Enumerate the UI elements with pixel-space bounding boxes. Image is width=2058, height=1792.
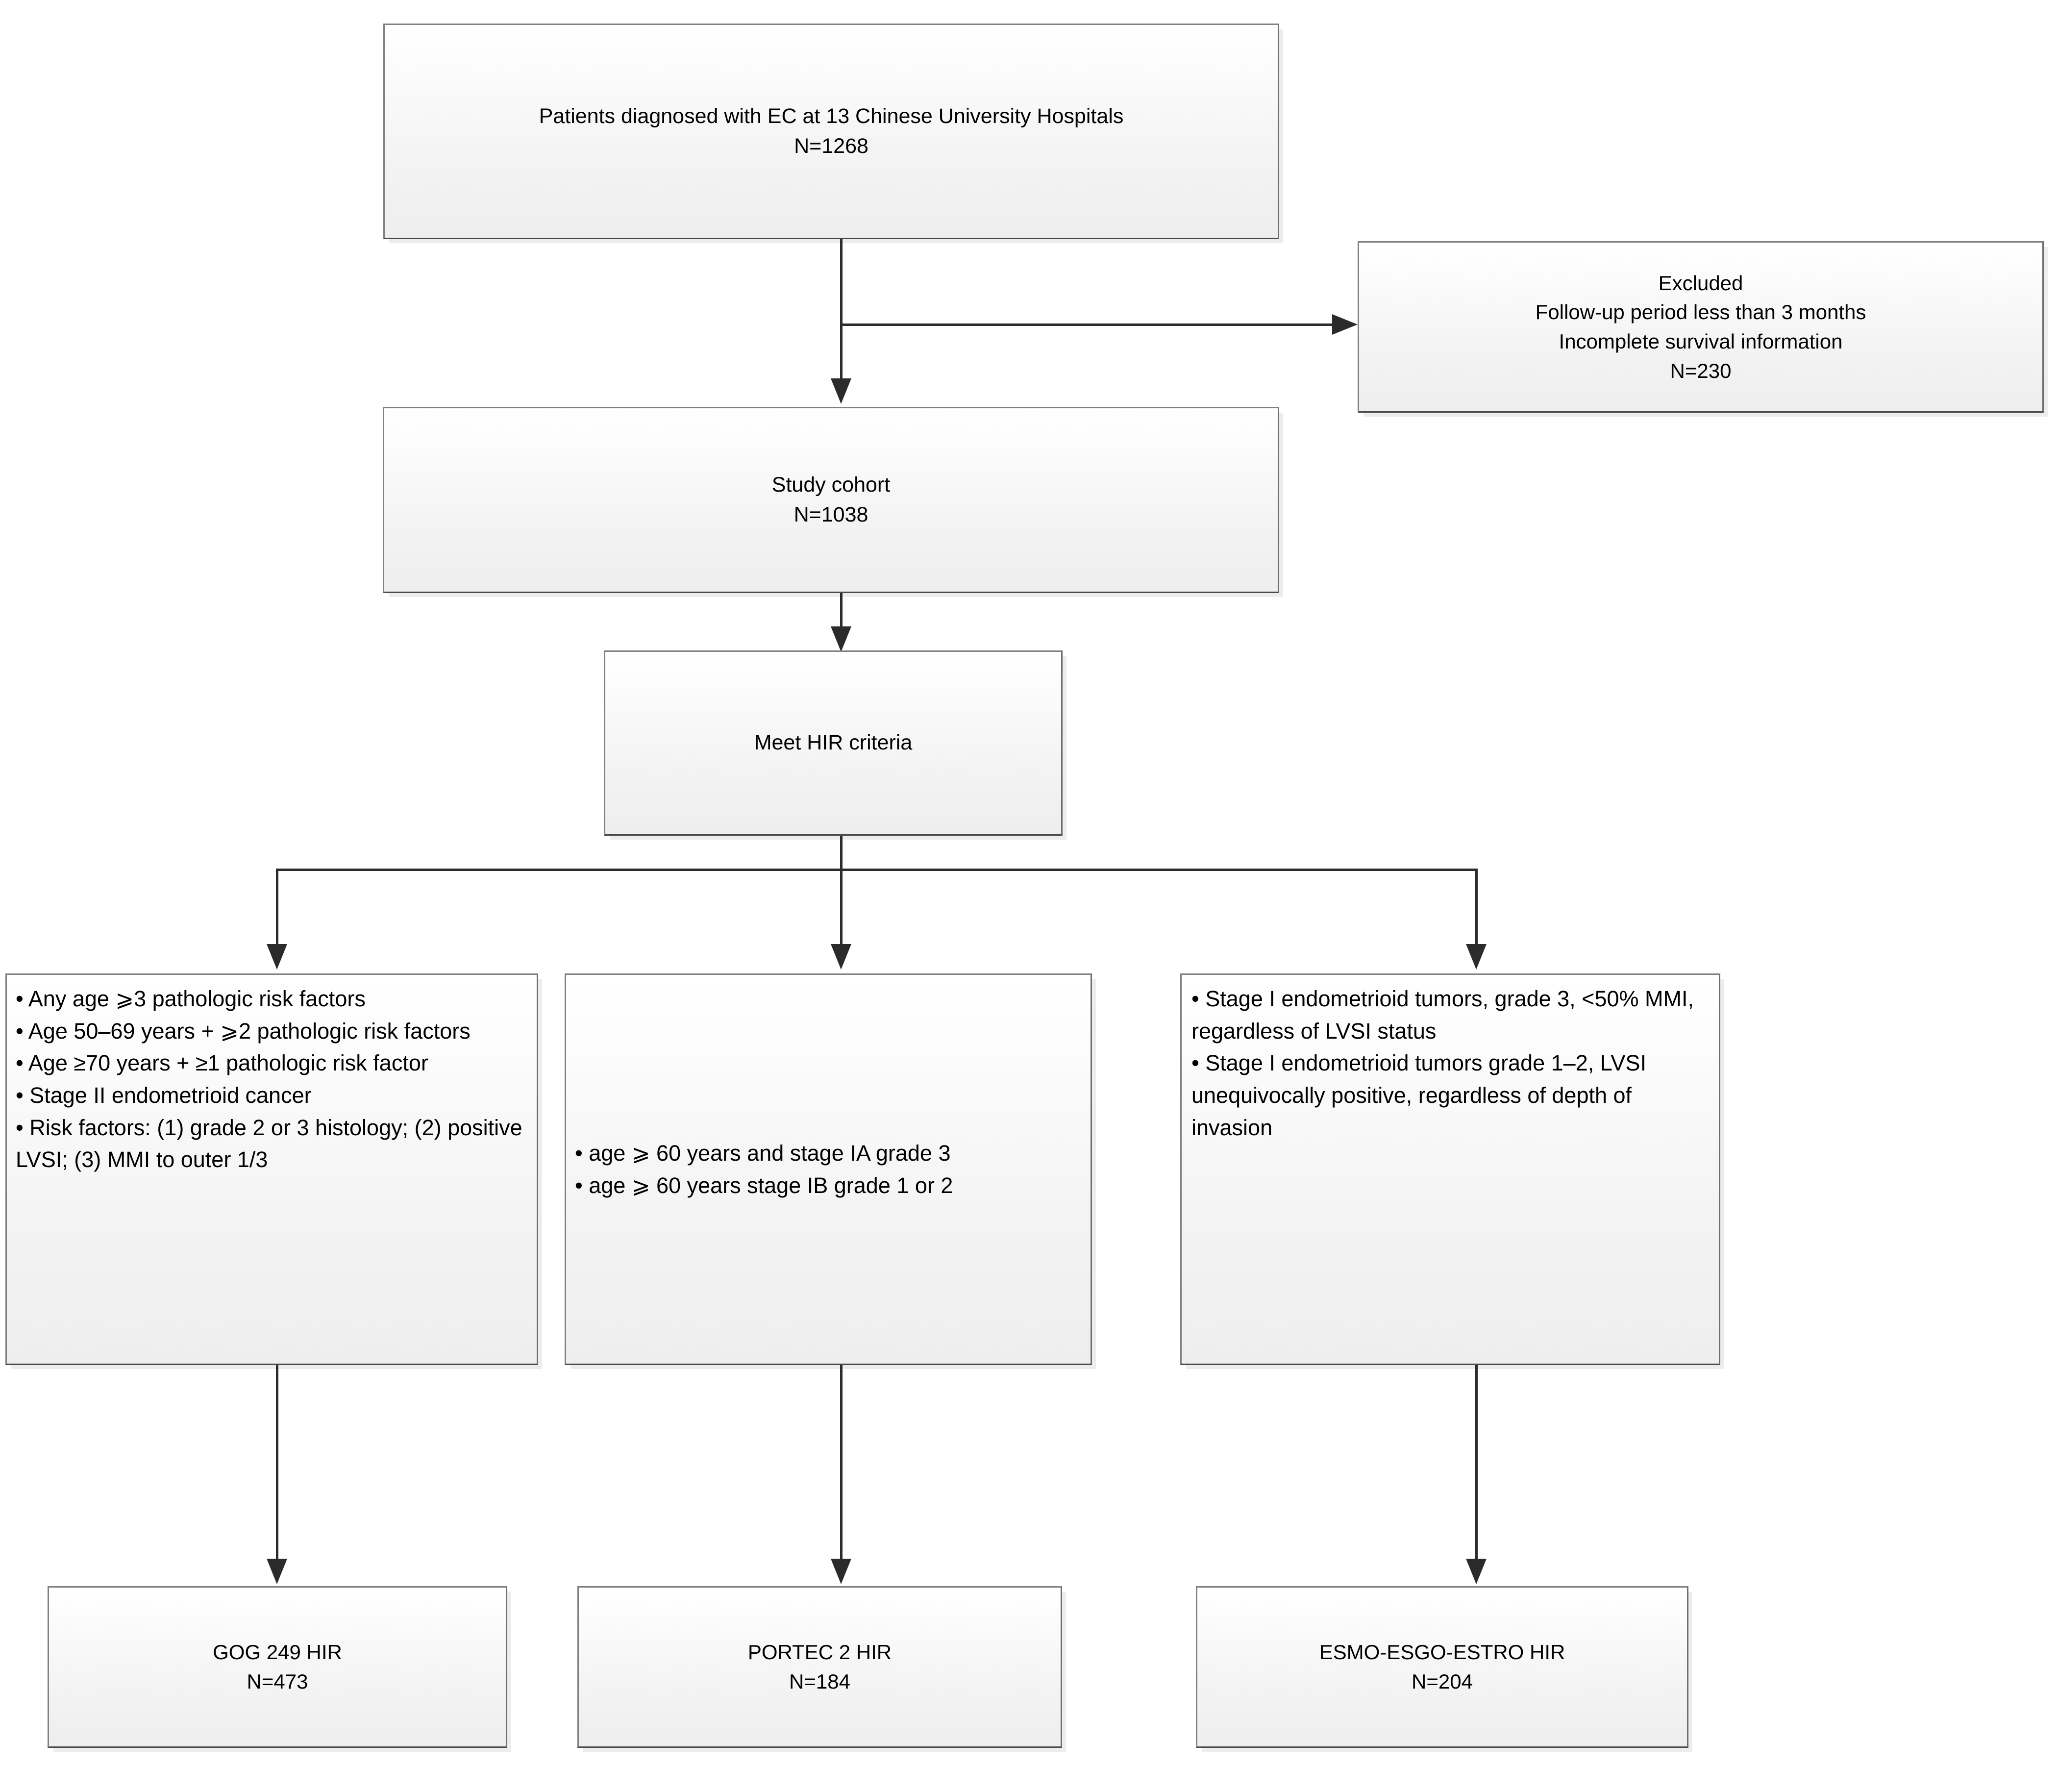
connector-branch-center-line — [840, 869, 843, 947]
connector-gog-criteria-to-result-arrowhead — [267, 1559, 287, 1584]
portec2-criteria-box: • age ⩾ 60 years and stage IA grade 3 • … — [565, 973, 1092, 1365]
gog249-criteria-box: • Any age ⩾3 pathologic risk factors • A… — [5, 973, 538, 1365]
connector-source-to-study-line — [840, 239, 843, 381]
connector-branch-right-arrowhead — [1466, 944, 1487, 970]
source-cohort-box: Patients diagnosed with EC at 13 Chinese… — [383, 24, 1279, 239]
portec2-result-box: PORTEC 2 HIR N=184 — [577, 1586, 1062, 1748]
connector-branch-center-arrowhead — [831, 944, 851, 970]
gog249-result-text: GOG 249 HIR N=473 — [213, 1641, 342, 1693]
excluded-box: Excluded Follow-up period less than 3 mo… — [1358, 241, 2044, 413]
excluded-text: Excluded Follow-up period less than 3 mo… — [1535, 271, 1866, 382]
meet-hir-criteria-box: Meet HIR criteria — [604, 650, 1063, 836]
connector-branch-left-line — [276, 869, 278, 947]
study-cohort-box: Study cohort N=1038 — [383, 407, 1279, 593]
esmo-esgo-estro-result-box: ESMO-ESGO-ESTRO HIR N=204 — [1196, 1586, 1688, 1748]
portec2-criteria-text: • age ⩾ 60 years and stage IA grade 3 • … — [575, 1140, 953, 1198]
connector-esmo-criteria-to-result-line — [1475, 1365, 1478, 1561]
connector-to-excluded-line — [840, 324, 1335, 326]
portec2-result-text: PORTEC 2 HIR N=184 — [747, 1641, 892, 1693]
esmo-esgo-estro-criteria-box: • Stage I endometrioid tumors, grade 3, … — [1180, 973, 1720, 1365]
study-cohort-text: Study cohort N=1038 — [771, 473, 891, 526]
connector-gog-criteria-to-result-line — [276, 1365, 278, 1561]
connector-hir-branch-bus — [276, 869, 1478, 871]
gog249-result-box: GOG 249 HIR N=473 — [48, 1586, 507, 1748]
connector-study-to-hir-arrowhead — [831, 626, 851, 652]
esmo-esgo-estro-criteria-text: • Stage I endometrioid tumors, grade 3, … — [1191, 986, 1694, 1140]
connector-study-to-hir-line — [840, 593, 843, 630]
esmo-esgo-estro-result-text: ESMO-ESGO-ESTRO HIR N=204 — [1319, 1641, 1565, 1693]
connector-source-to-study-arrowhead — [831, 378, 851, 404]
meet-hir-criteria-text: Meet HIR criteria — [754, 731, 913, 755]
connector-to-excluded-arrowhead — [1332, 314, 1358, 335]
connector-esmo-criteria-to-result-arrowhead — [1466, 1559, 1487, 1584]
connector-portec-criteria-to-result-line — [840, 1365, 843, 1561]
connector-branch-right-line — [1475, 869, 1478, 947]
source-cohort-text: Patients diagnosed with EC at 13 Chinese… — [539, 104, 1124, 158]
gog249-criteria-text: • Any age ⩾3 pathologic risk factors • A… — [16, 986, 522, 1172]
connector-branch-left-arrowhead — [267, 944, 287, 970]
connector-hir-branch-stem — [840, 836, 843, 871]
connector-portec-criteria-to-result-arrowhead — [831, 1559, 851, 1584]
